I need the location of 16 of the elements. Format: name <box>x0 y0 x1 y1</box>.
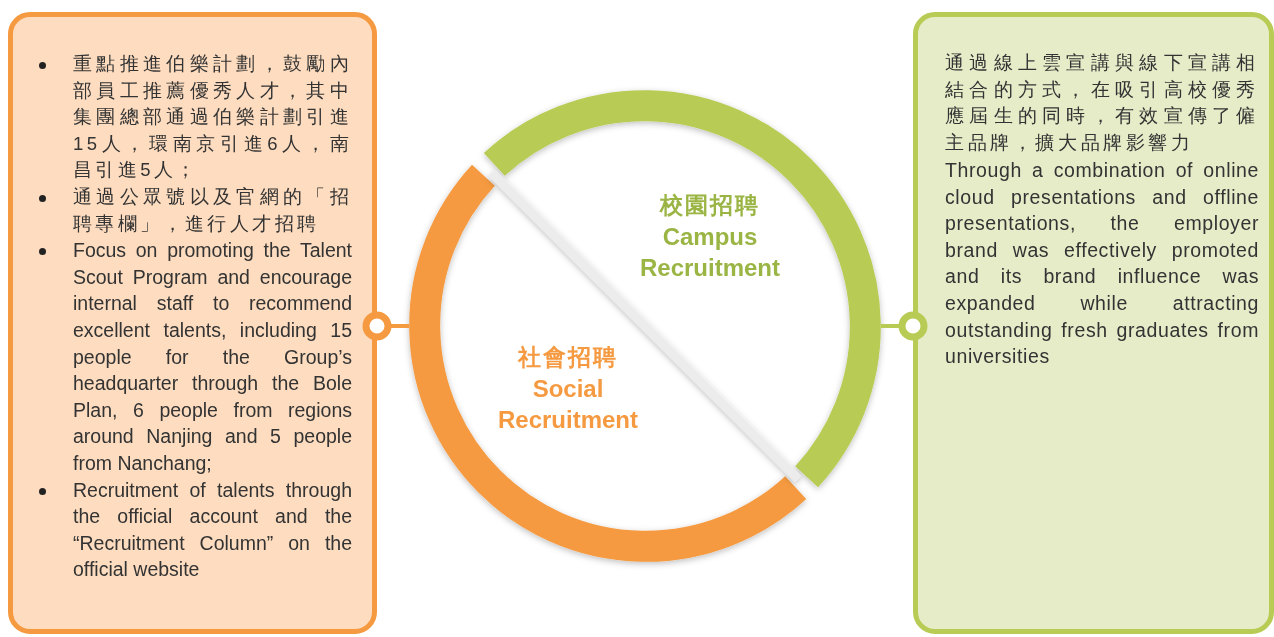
bullet-item: 通過公眾號以及官網的「招聘專欄」，進行人才招聘 <box>37 183 352 238</box>
segment-label: 社會招聘 <box>516 343 619 372</box>
connector-line <box>362 311 409 341</box>
text-panel <box>8 12 377 634</box>
ring-segment <box>409 165 809 563</box>
description-text: 通過線上雲宣講與線下宣講相結合的方式，在吸引高校優秀應屆生的同時，有效宣傳了僱主品牌，擴大品牌影響力 <box>945 51 1259 155</box>
connector-line <box>881 311 928 341</box>
segment-label: Campus Recruitment <box>639 222 781 283</box>
segment-label: Social Recruitment <box>497 374 639 435</box>
segment-label: 校園招聘 <box>658 191 761 220</box>
bullet-item: Recruitment of talents through the official account and the “Recruitment Column” on the official website <box>37 476 352 583</box>
ring-segment <box>483 89 881 489</box>
bullet-item: Focus on promoting the Talent Scout Program and encourage internal staff to recommend excellent talents, including 15 people for the Group’s headquarter through the Bole Plan, 6 people from regions around Nanjing and 5 people from Nanchang; <box>37 237 352 477</box>
description-text: Through a combination of online cloud presentations and offline presentations, the employer brand was effectively promoted and its brand influence was expanded while attracting outstanding fresh graduates from universities <box>945 158 1259 370</box>
text-panel <box>913 12 1274 634</box>
bullet-item: 重點推進伯樂計劃，鼓勵內部員工推薦優秀人才，其中集團總部通過伯樂計劃引進15人，環南京引進6人，南昌引進5人； <box>37 51 352 184</box>
